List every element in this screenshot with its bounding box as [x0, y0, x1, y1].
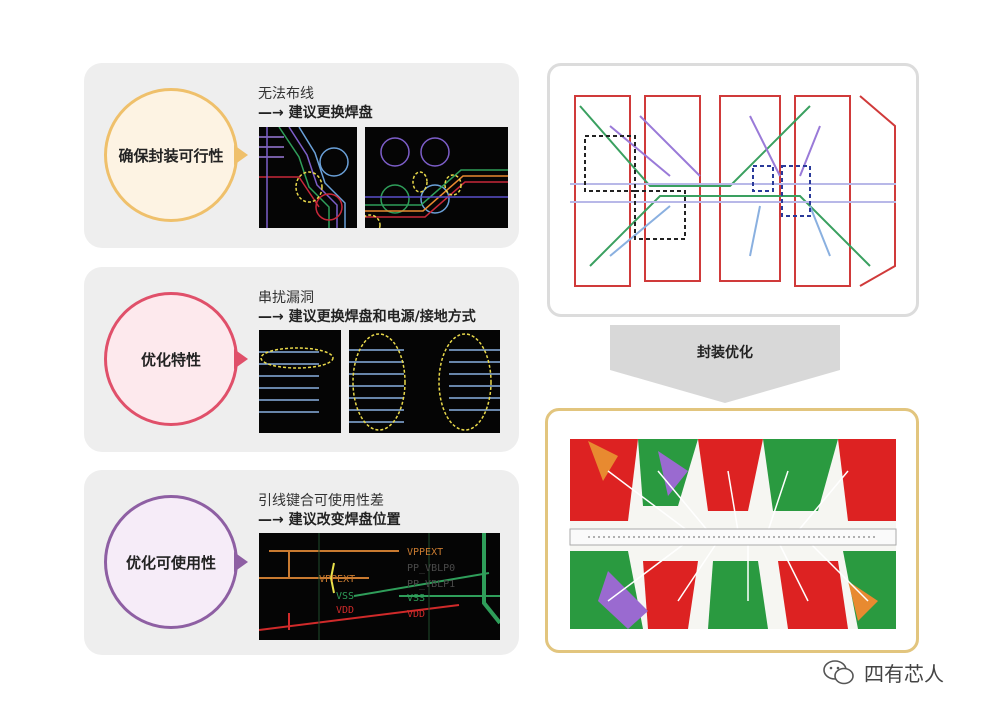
- watermark-text: 四有芯人: [864, 662, 944, 686]
- panel-feasibility: 确保封装可行性 无法布线 —→ 建议更换焊盘: [84, 63, 519, 248]
- panel-usability: 优化可使用性 引线键合可使用性差 —→ 建议改变焊盘位置 VPPEXT PP_V…: [84, 470, 519, 655]
- panel-characteristics: 优化特性 串扰漏洞 —→ 建议更换焊盘和电源/接地方式: [84, 267, 519, 452]
- pad-label: VDD: [407, 609, 425, 620]
- pcb-crosstalk-image-2: [349, 330, 500, 433]
- package-before-layout: [570, 95, 896, 287]
- goal-label: 确保封装可行性: [118, 146, 224, 165]
- pad-label: VDD: [336, 605, 354, 616]
- suggestion-text: —→ 建议更换焊盘: [258, 105, 373, 121]
- goal-label: 优化可使用性: [125, 553, 216, 572]
- goal-label: 优化特性: [140, 350, 201, 369]
- optimization-arrow: 封装优化: [610, 325, 840, 403]
- goal-circle: 确保封装可行性: [104, 88, 238, 222]
- pcb-routing-image-2: [365, 127, 508, 228]
- suggestion-text: —→ 建议更换焊盘和电源/接地方式: [258, 309, 476, 325]
- wechat-icon: [823, 659, 854, 684]
- goal-circle: 优化特性: [104, 292, 238, 426]
- pointer-icon: [234, 145, 248, 165]
- goal-circle: 优化可使用性: [104, 495, 238, 629]
- pad-label: PP_VBLP0: [407, 563, 455, 574]
- issue-text: 无法布线: [258, 86, 314, 102]
- pad-label: VPPEXT: [319, 574, 355, 585]
- pcb-routing-image-1: [259, 127, 357, 228]
- package-after-card: [545, 408, 919, 653]
- watermark: 四有芯人: [822, 658, 944, 687]
- pointer-icon: [234, 349, 248, 369]
- pad-label: VSS: [336, 591, 354, 602]
- package-after-layout: [569, 439, 897, 629]
- pointer-icon: [234, 552, 248, 572]
- issue-text: 串扰漏洞: [258, 290, 314, 306]
- arrow-label: 封装优化: [697, 345, 753, 361]
- pad-label: VSS: [407, 593, 425, 604]
- package-before-card: [547, 63, 919, 317]
- pcb-wirebond-image: VPPEXT PP_VBLP0 PP_VBLP1 VSS VDD VPPEXT …: [259, 533, 500, 640]
- issue-text: 引线键合可使用性差: [258, 493, 384, 509]
- pad-label: VPPEXT: [407, 547, 443, 558]
- pcb-crosstalk-image-1: [259, 330, 341, 433]
- suggestion-text: —→ 建议改变焊盘位置: [258, 512, 401, 528]
- pad-label: PP_VBLP1: [407, 579, 455, 590]
